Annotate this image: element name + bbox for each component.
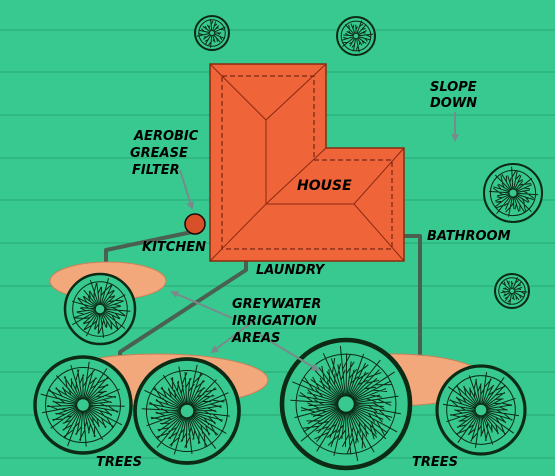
kitchen-label: KITCHEN <box>142 240 206 255</box>
greywater-arrow-bathroom <box>254 331 320 372</box>
trees <box>33 15 544 471</box>
trees-label-right: TREES <box>412 455 458 470</box>
tree-icon <box>194 15 230 51</box>
filter-arrow <box>179 169 195 210</box>
grease-filter-label: AEROBIC GREASE FILTER <box>130 129 203 178</box>
tree-icon <box>63 272 137 346</box>
bathroom-label: BATHROOM <box>427 229 511 244</box>
aerobic-grease-filter-icon <box>184 213 206 235</box>
greywater-label: GREYWATER IRRIGATION AREAS <box>231 297 326 346</box>
tree-icon <box>435 364 527 456</box>
greywater-arrow-laundry <box>210 319 256 354</box>
tree-icon <box>336 16 376 56</box>
tree-icon <box>279 337 413 471</box>
annotation-arrows <box>170 112 459 372</box>
tree-icon <box>494 273 530 309</box>
tree-icon <box>482 162 544 224</box>
slope-label: SLOPE DOWN <box>430 80 481 111</box>
house <box>209 63 405 262</box>
tree-icon <box>133 357 241 465</box>
house-label: HOUSE <box>297 178 352 194</box>
greywater-arrow-kitchen <box>170 290 233 319</box>
tree-icon <box>33 355 133 455</box>
trees-label-left: TREES <box>96 455 142 470</box>
bathroom-pipe <box>404 234 422 372</box>
laundry-label: LAUNDRY <box>256 263 326 278</box>
